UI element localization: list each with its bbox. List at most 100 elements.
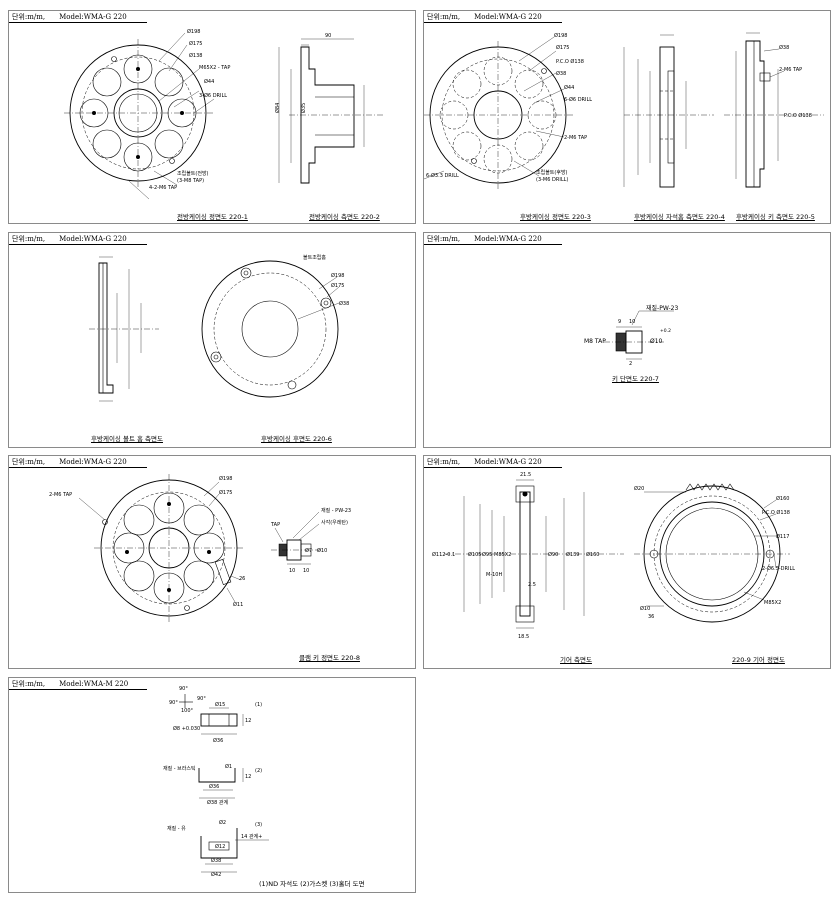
dim-label: Ø160: [586, 551, 599, 558]
header-underline: [9, 689, 147, 690]
dim-label: Ø42: [211, 871, 221, 878]
dim-label: 36: [648, 614, 654, 620]
dim-label: Ø175: [189, 40, 202, 47]
dim-label: P.C.O Ø138: [784, 112, 812, 119]
dim-label: Ø10: [317, 547, 327, 554]
dim-label: 볼트조립홈: [303, 254, 326, 261]
model-label: Model:WMA-G 220: [474, 13, 542, 21]
magnet-part: [179, 694, 244, 735]
dim-label: Ø175: [219, 489, 232, 496]
dim-label: 26: [239, 576, 245, 582]
dim-label: TAP: [270, 522, 280, 528]
caption: 후방케이싱 자석홈 측면도 220-4: [634, 213, 725, 221]
model-label: Model:WMA-G 220: [474, 235, 542, 243]
dim-label: 90°: [179, 686, 188, 692]
caption: 후방케이싱 키 측면도 220-5: [736, 213, 815, 221]
unit-label: 단위:m/m,: [12, 458, 46, 466]
dim-label: 조립볼트(후방): [536, 169, 568, 176]
dim-label: M-10H: [486, 572, 502, 578]
dim-label: Ø7: [305, 547, 312, 554]
dim-label: Ø117: [776, 533, 789, 540]
caption: 전방케이싱 측면도 220-2: [309, 213, 380, 221]
dim-label: Ø10: [640, 605, 650, 612]
dim-label: Ø90: [548, 551, 558, 558]
dim-label: 90°: [169, 700, 178, 706]
front-casing-drawing: Ø198 Ø175 Ø138 M65X2 - TAP Ø44 3-Ø6 DRIL…: [64, 28, 384, 200]
dim-label: Ø38 관계: [207, 799, 228, 806]
dim-label: Ø15: [215, 701, 225, 708]
dim-label: Ø198: [219, 475, 232, 482]
caption: 후방케이싱 후면도 220-6: [261, 435, 332, 443]
dim-label: 12: [245, 774, 251, 780]
caption: 기어 측면도: [560, 656, 592, 664]
dim-label: Ø112-0.1: [432, 551, 455, 558]
dim-label: 2-M6 TAP: [49, 492, 72, 498]
dim-label: Ø38: [779, 44, 789, 51]
header-underline: [424, 244, 562, 245]
sheet-header: 단위:m/m, Model:WMA-G 220: [12, 457, 127, 467]
dim-label: Ø38: [556, 70, 566, 77]
dim-label: 2.5: [528, 582, 536, 588]
key-side-view: [724, 32, 824, 188]
dim-label: 조립볼트(전방): [177, 170, 209, 177]
dim-label: 9: [618, 319, 622, 325]
dim-label: Ø175: [556, 44, 569, 51]
dim-label: Ø36: [213, 737, 223, 744]
caption: (1)ND 자석도 (2)가스켓 (3)홀더 도면: [259, 880, 365, 888]
model-label: Model:WMA-G 220: [59, 458, 127, 466]
dim-label: Ø44: [564, 84, 574, 91]
sheet-header: 단위:m/m,Model:WMA-G 220: [427, 234, 542, 244]
holder-part: [200, 828, 269, 873]
dim-label: Ø160: [776, 495, 789, 502]
dim-label: Ø36: [209, 783, 219, 790]
model-label: Model:WMA-G 220: [59, 13, 127, 21]
dim-label: M85X2: [764, 600, 781, 606]
dim-label: 재질 - 브라스틱: [163, 765, 196, 772]
key-section-drawing: [604, 310, 674, 360]
tolerance-label: +0.2: [660, 329, 671, 334]
dim-label: Ø44: [204, 78, 214, 85]
dim-label: M65X2 - TAP: [199, 65, 230, 71]
dim-label: Ø138: [189, 52, 202, 59]
thread-label: M8 TAP: [584, 338, 606, 345]
dim-label: Ø84: [274, 103, 281, 113]
drawing-sheet-key: 단위:m/m,Model:WMA-G 220 재질-PW-23 M8 TAP Ø…: [423, 232, 831, 448]
dim-label: 2: [629, 361, 633, 367]
material-label: 재질-PW-23: [646, 305, 679, 312]
dim-label: 6-Ø3.3 DRILL: [426, 172, 459, 179]
gear-drawing: 21.5 Ø112-0.1 Ø105 Ø95 M85X2 Ø90 Ø139 Ø1…: [432, 472, 795, 640]
drawing-sheet-gear: 단위:m/m,Model:WMA-G 220 21.5 Ø112-0.1 Ø10…: [423, 455, 831, 669]
magnet-parts-drawing: 90° 90° 90° 100° Ø15 12 Ø8 +0.030 Ø36 (1…: [163, 686, 269, 878]
rear-casing-drawing: Ø198 Ø175 P.C.O Ø138 Ø38 Ø44 6-Ø6 DRILL …: [423, 32, 824, 189]
dim-label: Ø38: [211, 857, 221, 864]
dim-label: 2-M6 TAP: [564, 135, 587, 141]
dim-label: Ø95: [482, 551, 492, 558]
bolt-groove-side: [89, 256, 159, 402]
dim-label: Ø175: [331, 282, 344, 289]
dim-label: (3): [255, 822, 262, 828]
dim-label: Ø198: [554, 32, 567, 39]
dim-label: 3-Ø6 DRILL: [199, 92, 227, 99]
dim-label: 6-Ø6 DRILL: [564, 96, 592, 103]
dim-label: 재질 - 유: [167, 825, 186, 832]
caption: 220-9 기어 정면도: [732, 656, 785, 664]
drawing-sheet-clamp-key: 단위:m/m, Model:WMA-G 220 2-M6 TAP Ø198 Ø17…: [8, 455, 416, 669]
rear-back-drawing: 볼트조립홈 Ø198 Ø175 Ø38: [89, 254, 349, 402]
dim-label: 90°: [197, 696, 206, 702]
dim-label: P.C.O Ø138: [556, 58, 584, 65]
dim-label: (2): [255, 768, 262, 774]
dim-label: (1): [255, 702, 262, 708]
dim-label: 재질 - PW-23: [321, 507, 351, 514]
clamp-key-detail: [271, 511, 321, 565]
dim-label: Ø1: [225, 763, 232, 770]
model-label: Model:WMA-G 220: [59, 235, 127, 243]
dim-label: Ø105: [468, 551, 481, 558]
dim-label: 2-M6 TAP: [779, 67, 802, 73]
caption: 후방케이싱 정면도 220-3: [520, 213, 591, 221]
caption: 전방케이싱 정면도 220-1: [177, 213, 248, 221]
unit-label: 단위:m/m,: [12, 680, 46, 688]
caption: 클램 키 정면도 220-8: [299, 654, 360, 662]
header-underline: [424, 22, 562, 23]
diameter-label: Ø10: [650, 338, 663, 345]
sheet-header: 단위:m/m,Model:WMA-G 220: [427, 12, 542, 22]
